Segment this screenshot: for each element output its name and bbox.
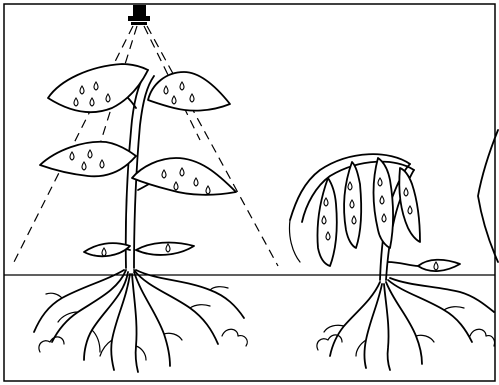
diagram-frame [4, 4, 495, 381]
